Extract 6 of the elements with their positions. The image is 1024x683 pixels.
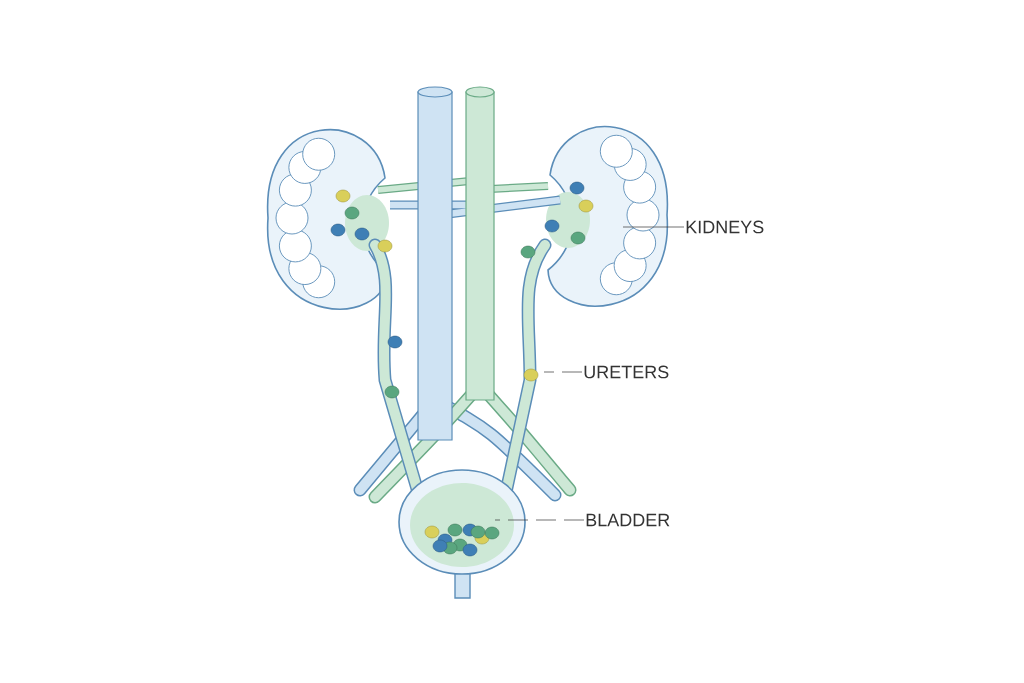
leader-line <box>494 519 585 521</box>
leader-line <box>543 371 583 373</box>
part-label: BLADDER <box>586 513 670 527</box>
part-label: KIDNEYS <box>686 220 764 234</box>
part-label: URETERS <box>584 365 669 379</box>
leader-line <box>622 226 685 228</box>
